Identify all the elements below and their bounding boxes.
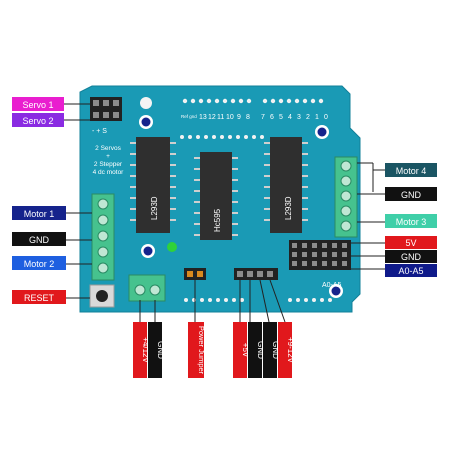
svg-text:+4/12V: +4/12V [141, 337, 150, 363]
mounting-holes [139, 97, 343, 298]
svg-text:7: 7 [261, 114, 265, 121]
svg-text:10: 10 [226, 114, 234, 121]
servo-header [90, 97, 122, 121]
svg-text:Motor 2: Motor 2 [24, 259, 55, 269]
power-jumper-header [184, 268, 206, 280]
chip-l293d-left: L293D [130, 137, 176, 233]
label-gnd-bottom-3: GND [263, 322, 280, 378]
svg-text:Motor 1: Motor 1 [24, 209, 55, 219]
resistor-row [180, 135, 264, 139]
label-gnd-right: GND [385, 187, 437, 201]
analog-header [289, 240, 351, 270]
label-a0-a5: A0-A5 [385, 264, 437, 277]
label-plus-5v: +5V [233, 322, 250, 378]
svg-text:+9-12V: +9-12V [286, 337, 295, 364]
svg-text:RESET: RESET [24, 293, 55, 303]
svg-text:GND: GND [29, 235, 50, 245]
svg-text:GND: GND [401, 190, 422, 200]
servo-description: 2 Servos + 2 Stepper 4 dc motor [93, 145, 125, 176]
svg-text:5: 5 [279, 114, 283, 121]
digital-header-pads [182, 98, 324, 104]
label-5v: 5V [385, 236, 437, 249]
svg-text:Motor 3: Motor 3 [396, 217, 427, 227]
svg-text:2: 2 [306, 114, 310, 121]
svg-text:13: 13 [199, 114, 207, 121]
svg-text:6: 6 [270, 114, 274, 121]
svg-text:1: 1 [315, 114, 319, 121]
svg-text:GND: GND [401, 252, 422, 262]
svg-text:0: 0 [324, 114, 328, 121]
label-motor-4: Motor 4 [385, 163, 437, 177]
svg-text:GND: GND [271, 341, 280, 359]
svg-text:9: 9 [237, 114, 241, 121]
label-gnd-analog: GND [385, 250, 437, 263]
label-motor-3: Motor 3 [385, 214, 437, 228]
svg-text:Servo 1: Servo 1 [22, 100, 53, 110]
label-gnd-bottom-1: GND [148, 322, 165, 378]
pin-ref-gnd-label: Ref gnd [181, 114, 197, 119]
label-reset: RESET [12, 290, 66, 304]
svg-text:3: 3 [297, 114, 301, 121]
terminal-block-left [91, 193, 115, 281]
label-motor-1: Motor 1 [12, 206, 66, 220]
svg-text:L293D: L293D [150, 196, 159, 220]
power-led [167, 242, 177, 252]
analog-board-label: A0-A5 [322, 282, 342, 289]
terminal-block-right [334, 156, 358, 238]
svg-text:4: 4 [288, 114, 292, 121]
svg-text:GND: GND [256, 341, 265, 359]
servo-pin-labels: - + S [92, 128, 107, 135]
power-terminal [128, 274, 166, 302]
svg-text:2 Stepper: 2 Stepper [94, 161, 123, 168]
label-motor-2: Motor 2 [12, 256, 66, 270]
label-gnd-left: GND [12, 232, 66, 246]
svg-text:Power Jumper: Power Jumper [197, 326, 206, 375]
svg-text:8: 8 [246, 114, 250, 121]
label-power-jumper: Power Jumper [188, 322, 206, 378]
svg-text:5V: 5V [405, 238, 416, 248]
power-header [234, 268, 278, 280]
label-gnd-bottom-2: GND [248, 322, 265, 378]
svg-text:Hc595: Hc595 [213, 208, 222, 232]
chip-l293d-right: L293D [264, 137, 308, 233]
svg-text:4 dc motor: 4 dc motor [93, 169, 125, 176]
leader-lines [64, 103, 385, 323]
svg-text:Servo 2: Servo 2 [22, 116, 53, 126]
label-9-12v: +9-12V [278, 322, 295, 378]
chip-hc595: Hc595 [194, 152, 238, 240]
svg-text:+: + [106, 153, 110, 160]
svg-text:12: 12 [208, 114, 216, 121]
svg-text:L293D: L293D [284, 196, 293, 220]
svg-text:2 Servos: 2 Servos [95, 145, 121, 152]
svg-text:A0-A5: A0-A5 [398, 266, 423, 276]
label-servo-2: Servo 2 [12, 113, 64, 127]
svg-text:+5V: +5V [241, 343, 250, 358]
reset-button [89, 284, 115, 308]
label-servo-1: Servo 1 [12, 97, 64, 111]
label-4-12v: +4/12V [133, 322, 150, 378]
pin-number-labels: 13 12 11 10 9 8 7 6 5 4 3 2 1 0 [199, 114, 328, 121]
svg-text:GND: GND [156, 341, 165, 359]
svg-text:Motor 4: Motor 4 [396, 166, 427, 176]
svg-text:11: 11 [217, 114, 224, 121]
